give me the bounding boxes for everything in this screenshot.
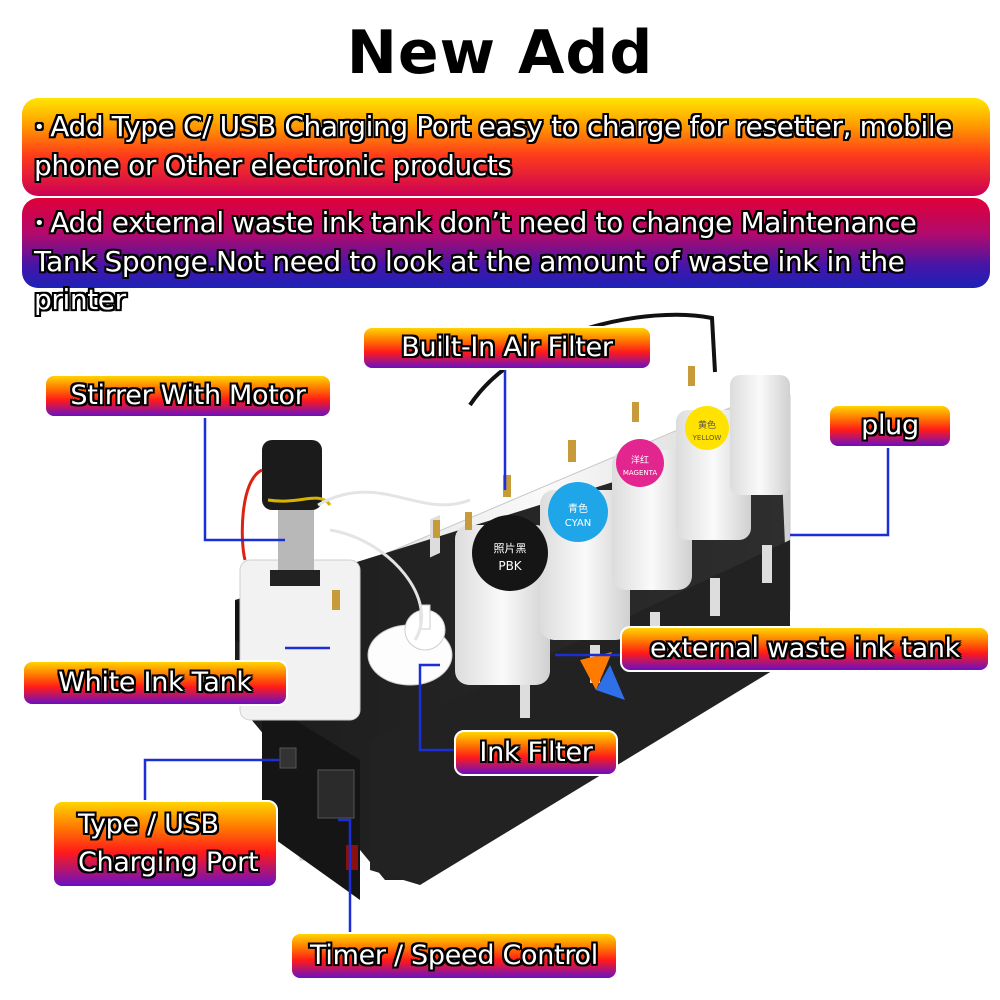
cyan-label: CYAN [565,518,591,529]
pbk-cn-label: 照片黑 [494,542,527,555]
yellow-cn-label: 黄色 [698,419,716,431]
feature-text-waste-tank: Add external waste ink tank don’t need t… [34,206,917,316]
pbk-cap: 照片黑 PBK [472,515,548,591]
label-timer-speed-control: Timer / Speed Control [290,932,618,980]
label-ink-filter: Ink Filter [454,730,618,776]
yellow-cap: 黄色 YELLOW [685,406,729,450]
cyan-cn-label: 青色 [568,502,588,515]
air-filter-nozzles [332,366,695,610]
cyan-cap: 青色 CYAN [548,482,608,542]
bullet-icon: • [34,213,45,234]
magenta-label: MAGENTA [623,469,658,477]
yellow-label: YELLOW [692,434,722,442]
pbk-label: PBK [498,559,522,573]
bullet-icon: • [34,117,45,138]
magenta-cap: 洋红 MAGENTA [616,439,664,487]
charging-port-part [279,747,297,769]
leader-lines [143,368,890,935]
label-external-waste-ink-tank: external waste ink tank [620,626,990,672]
label-plug: plug [828,404,952,448]
feature-text-charging: Add Type C/ USB Charging Port easy to ch… [34,110,953,182]
label-white-ink-tank: White Ink Tank [22,660,288,706]
label-charging-port: Type / USB Charging Port [52,800,278,888]
label-built-in-air-filter: Built-In Air Filter [362,326,652,370]
page-title: New Add [346,18,654,88]
magenta-cn-label: 洋红 [631,454,649,466]
label-stirrer-with-motor: Stirrer With Motor [44,374,332,418]
feature-banner-waste-tank: •Add external waste ink tank don’t need … [22,198,990,316]
feature-banner-charging: •Add Type C/ USB Charging Port easy to c… [22,98,990,196]
